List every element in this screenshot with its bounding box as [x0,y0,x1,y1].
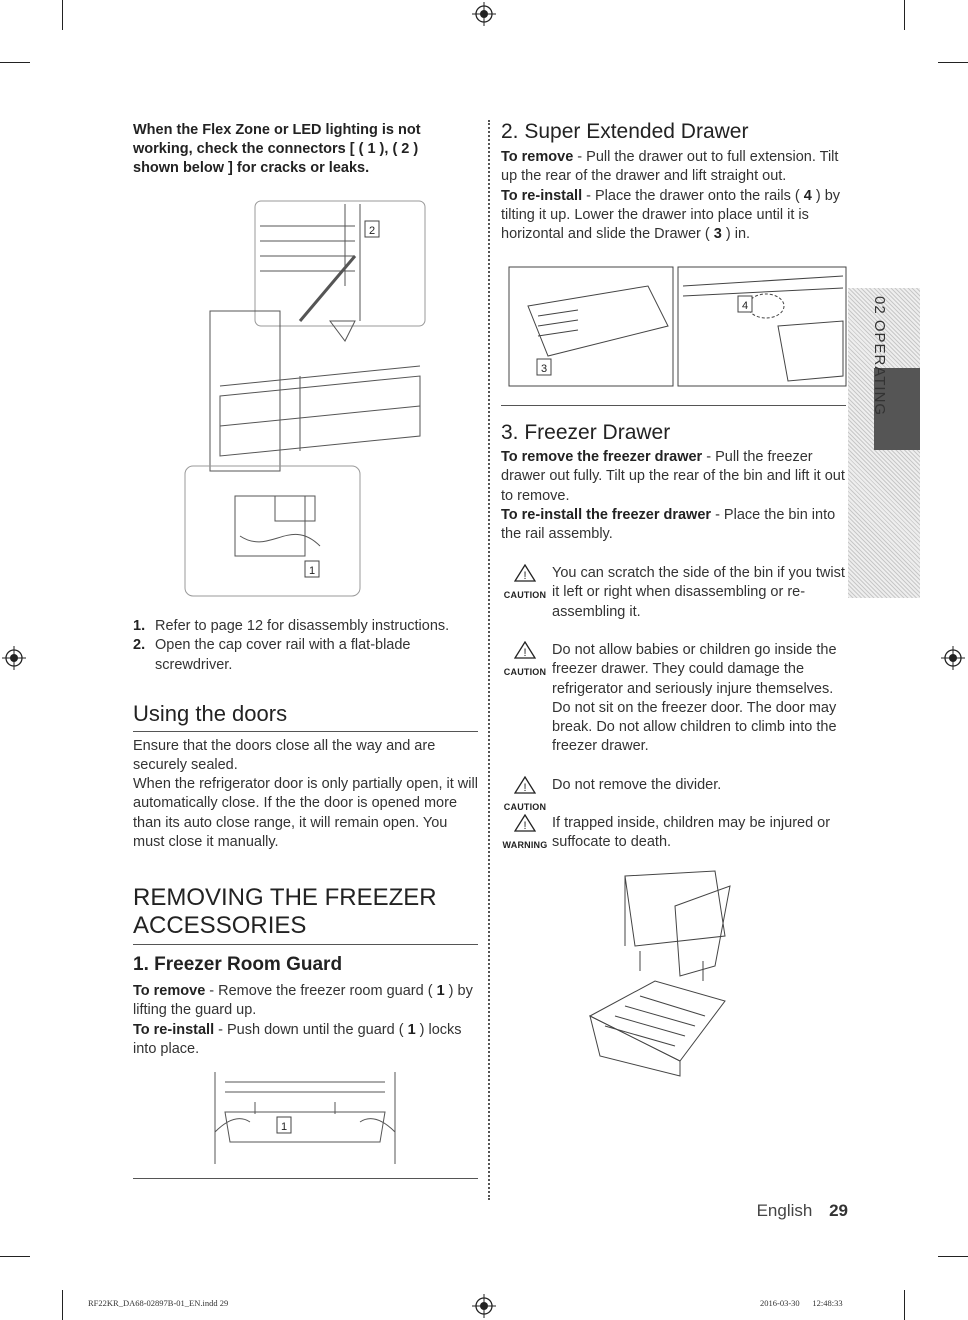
print-timestamp: 2016-03-30 12:48:33 [760,1298,843,1308]
callout-1: 1 [309,565,315,577]
list-item: 1.Refer to page 12 for disassembly instr… [133,618,450,634]
svg-text:!: ! [523,647,526,659]
warning-icon: ! [513,813,537,832]
super-drawer-illustration: 3 4 [508,266,847,387]
callout-2: 2 [369,225,375,237]
caution-icon: ! [513,775,537,794]
print-file-name: RF22KR_DA68-02897B-01_EN.indd 29 [88,1298,229,1308]
warning-notice: !WARNING If trapped inside, children may… [502,813,831,851]
caution-icon: ! [513,640,537,659]
registration-mark-right [941,646,965,670]
connector-illustration: 2 1 [184,200,426,597]
divider [133,1178,478,1179]
section-side-tab-label: 02 OPERATING [871,296,888,417]
svg-text:!: ! [523,570,526,582]
caution-notice: !CAUTION Do not remove the divider. [503,775,722,813]
guard-callout-1: 1 [281,1121,287,1133]
super-drawer-instructions: To remove - Pull the drawer out to full … [501,149,841,243]
column-divider [488,120,490,1200]
divider [133,944,478,945]
caution-notice: !CAUTION You can scratch the side of the… [503,563,845,620]
registration-mark-bottom [472,1294,496,1318]
guard-instructions: To remove - Remove the freezer room guar… [133,983,473,1057]
freezer-drawer-instructions: To remove the freezer drawer - Pull the … [501,449,845,543]
section-side-tab-marker [874,368,920,450]
svg-text:!: ! [523,782,526,794]
page-footer: English 29 [700,1201,848,1221]
freezer-room-guard-title: 1. Freezer Room Guard [133,954,343,975]
callout-3: 3 [541,363,547,375]
doors-paragraph-1: Ensure that the doors close all the way … [133,738,436,774]
caution-notice: !CAUTION Do not allow babies or children… [503,640,837,755]
super-extended-drawer-title: 2. Super Extended Drawer [501,120,749,143]
doors-paragraph-2: When the refrigerator door is only parti… [133,776,478,850]
svg-text:!: ! [523,820,526,832]
freezer-bin-illustration [588,870,731,1077]
flex-zone-intro: When the Flex Zone or LED lighting is no… [133,122,421,176]
freezer-drawer-title: 3. Freezer Drawer [501,421,671,444]
freezer-guard-illustration: 1 [214,1072,396,1164]
registration-mark-left [2,646,26,670]
list-item: 2.Open the cap cover rail with a flat-bl… [133,637,411,673]
divider [501,405,846,406]
caution-icon: ! [513,563,537,582]
removing-accessories-title: REMOVING THE FREEZER ACCESSORIES [133,884,437,939]
page-number: 29 [829,1201,848,1220]
footer-language: English [756,1201,813,1220]
divider [133,731,478,732]
steps-list: 1.Refer to page 12 for disassembly instr… [133,617,463,675]
registration-mark-top [472,2,496,26]
using-doors-title: Using the doors [133,701,288,726]
callout-4: 4 [742,300,748,312]
